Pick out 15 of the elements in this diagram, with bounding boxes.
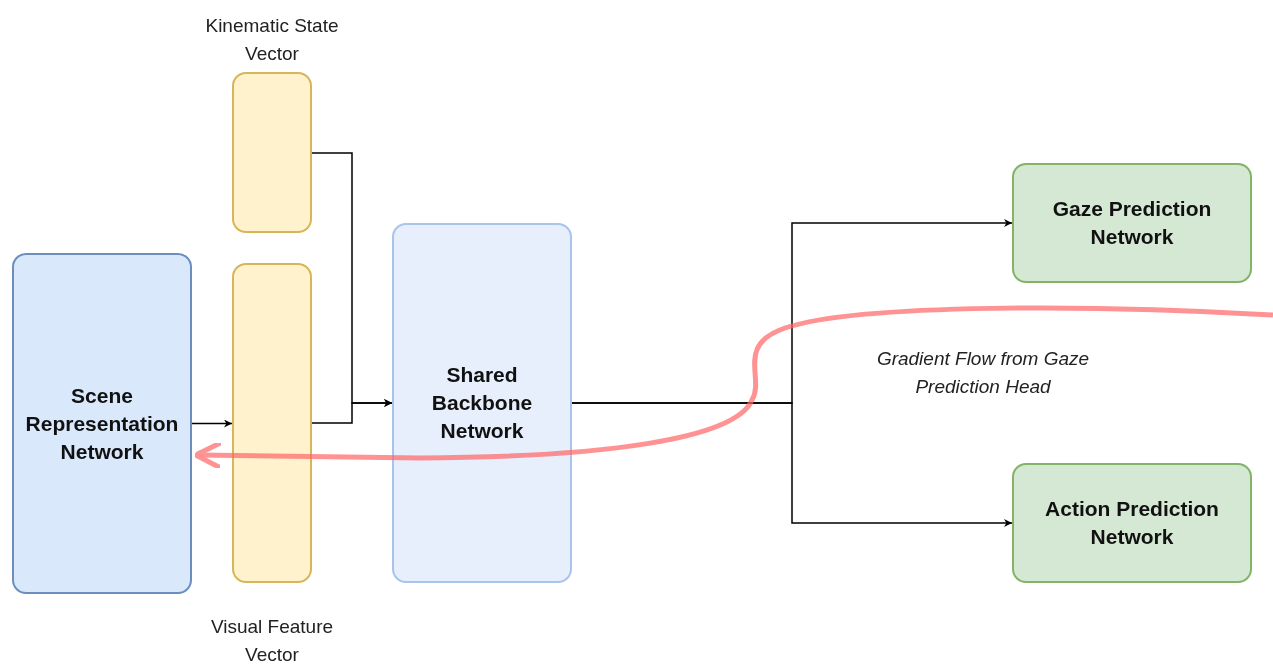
process-box: [1012, 163, 1252, 283]
node-label: Action Prediction Network: [1044, 496, 1220, 550]
gradient-flow-arrow: [193, 305, 1273, 471]
node-label: Visual Feature Vector: [209, 615, 335, 667]
node-label: Scene Representation Network: [24, 382, 180, 465]
node-label: Kinematic State Vector: [204, 14, 340, 66]
arrow: [191, 419, 233, 428]
node-label: Shared Backbone Network: [430, 362, 534, 444]
edge-label: Gradient Flow from Gaze Prediction Head: [875, 347, 1091, 399]
process-box: [12, 253, 192, 594]
arrow: [311, 399, 393, 424]
arrow: [571, 402, 1013, 527]
process-box: [392, 223, 572, 583]
process-box: [1012, 463, 1252, 583]
node-label: Gaze Prediction Network: [1051, 196, 1213, 250]
